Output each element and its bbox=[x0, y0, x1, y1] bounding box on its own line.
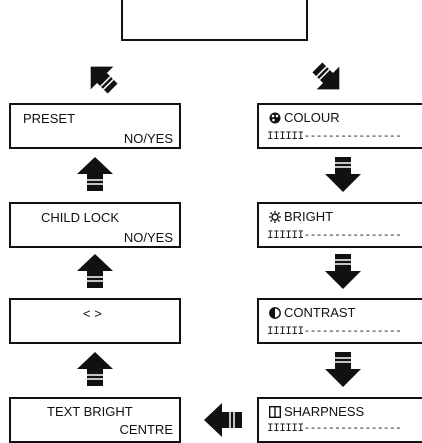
bright-label: BRIGHT bbox=[284, 209, 334, 224]
position-box: < > bbox=[9, 298, 181, 344]
sharpness-title: SHARPNESS bbox=[269, 405, 364, 418]
arrow-left-icon bbox=[204, 403, 242, 437]
child-lock-value: NO/YES bbox=[123, 230, 173, 245]
bright-level-bar: IIIIII---------------- bbox=[267, 230, 402, 242]
sharpness-icon bbox=[269, 406, 281, 418]
preset-box: PRESET NO/YES bbox=[9, 103, 181, 149]
sun-icon bbox=[269, 211, 281, 223]
text-bright-box: TEXT BRIGHT CENTRE bbox=[9, 397, 181, 443]
position-title: < > bbox=[83, 306, 102, 321]
colour-title: COLOUR bbox=[269, 111, 340, 124]
arrow-up-icon bbox=[77, 352, 113, 386]
arrow-down-icon bbox=[325, 254, 361, 289]
sharpness-level-bar: IIIIII---------------- bbox=[267, 423, 402, 435]
sharpness-box: SHARPNESS IIIIII---------------- bbox=[257, 397, 422, 443]
colour-level-bar: IIIIII---------------- bbox=[267, 131, 402, 143]
bright-title: BRIGHT bbox=[269, 210, 333, 223]
colour-box: COLOUR IIIIII---------------- bbox=[257, 103, 422, 149]
top-bracket bbox=[121, 0, 308, 41]
arrow-down-right-icon bbox=[312, 62, 340, 90]
child-lock-title: CHILD LOCK bbox=[41, 210, 120, 225]
contrast-icon bbox=[269, 307, 281, 319]
text-bright-value: CENTRE bbox=[119, 422, 173, 437]
child-lock-box: CHILD LOCK NO/YES bbox=[9, 202, 181, 248]
text-bright-title: TEXT BRIGHT bbox=[47, 404, 133, 419]
contrast-label: CONTRAST bbox=[284, 305, 356, 320]
arrow-down-icon bbox=[325, 352, 361, 387]
preset-title: PRESET bbox=[23, 111, 76, 126]
contrast-box: CONTRAST IIIIII---------------- bbox=[257, 298, 422, 344]
sharpness-label: SHARPNESS bbox=[284, 404, 365, 419]
arrow-up-icon bbox=[77, 157, 113, 191]
bright-box: BRIGHT IIIIII---------------- bbox=[257, 202, 422, 248]
contrast-title: CONTRAST bbox=[269, 306, 356, 319]
arrow-up-icon bbox=[77, 254, 113, 288]
arrow-up-left-icon bbox=[90, 66, 118, 94]
colour-label: COLOUR bbox=[284, 110, 340, 125]
palette-icon bbox=[269, 112, 281, 124]
preset-value: NO/YES bbox=[123, 131, 173, 146]
arrow-down-icon bbox=[325, 157, 361, 192]
contrast-level-bar: IIIIII---------------- bbox=[267, 326, 402, 338]
